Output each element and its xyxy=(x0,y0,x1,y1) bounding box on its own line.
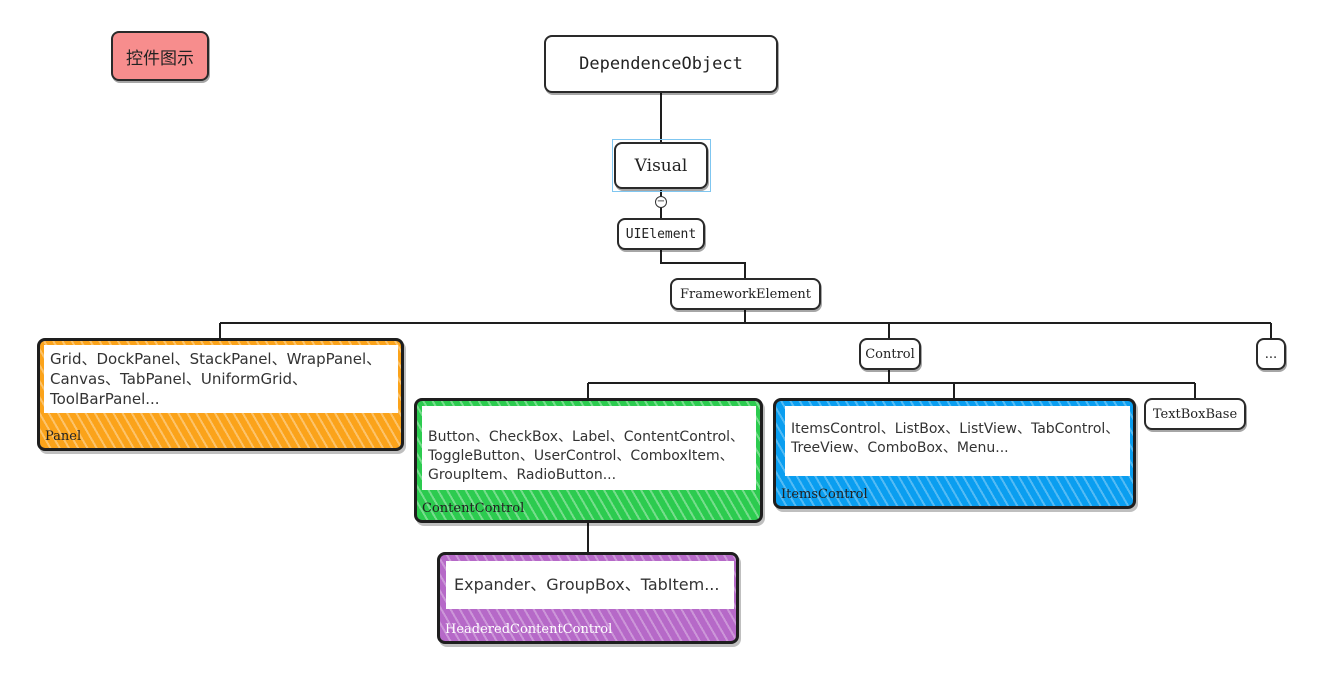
node-visual-label: Visual xyxy=(634,155,688,176)
group-items-control-line: ItemsControl、ListBox、ListView、TabControl… xyxy=(791,421,1120,437)
group-items-control-label: ItemsControl xyxy=(781,487,868,502)
edge-uielement-frameworkelement xyxy=(660,250,746,278)
selection-outline xyxy=(612,139,711,192)
node-framework-element[interactable]: FrameworkElement xyxy=(670,278,821,310)
node-visual[interactable]: Visual xyxy=(614,142,708,189)
group-content-control-line: Button、CheckBox、Label、ContentControl、 xyxy=(428,429,745,445)
node-dependence-object-label: DependenceObject xyxy=(579,54,743,74)
group-panel-line: ToolBarPanel... xyxy=(50,390,160,408)
group-content-control-label: ContentControl xyxy=(422,501,525,516)
group-headered-content-control-content: Expander、GroupBox、TabItem... xyxy=(446,561,734,609)
group-panel-line: Canvas、TabPanel、UniformGrid、 xyxy=(50,370,308,388)
minus-circle-icon[interactable]: − xyxy=(655,196,667,208)
node-framework-element-label: FrameworkElement xyxy=(679,286,811,302)
node-more[interactable]: ... xyxy=(1256,338,1286,370)
group-panel-label: Panel xyxy=(45,429,82,444)
node-control-label: Control xyxy=(865,346,915,362)
node-ui-element[interactable]: UIElement xyxy=(617,218,705,250)
node-textbox-base-label: TextBoxBase xyxy=(1152,406,1238,422)
group-items-control[interactable]: ItemsControl、ListBox、ListView、TabControl… xyxy=(773,398,1136,509)
group-headered-content-control-label: HeaderedContentControl xyxy=(445,622,613,637)
group-panel-line: Grid、DockPanel、StackPanel、WrapPanel、 xyxy=(50,350,382,368)
legend-label: 控件图示 xyxy=(111,31,209,81)
node-textbox-base[interactable]: TextBoxBase xyxy=(1144,398,1246,430)
group-panel[interactable]: Grid、DockPanel、StackPanel、WrapPanel、 Can… xyxy=(37,338,404,451)
node-dependence-object[interactable]: DependenceObject xyxy=(544,35,778,93)
node-ui-element-label: UIElement xyxy=(625,226,697,242)
group-content-control-content: Button、CheckBox、Label、ContentControl、 To… xyxy=(422,406,756,490)
group-items-control-line: TreeView、ComboBox、Menu... xyxy=(791,440,1009,456)
group-items-control-content: ItemsControl、ListBox、ListView、TabControl… xyxy=(785,406,1130,476)
node-control[interactable]: Control xyxy=(859,338,921,370)
node-more-label: ... xyxy=(1264,346,1278,362)
group-panel-content: Grid、DockPanel、StackPanel、WrapPanel、 Can… xyxy=(44,345,398,413)
group-headered-content-control-line: Expander、GroupBox、TabItem... xyxy=(454,575,720,594)
group-content-control[interactable]: Button、CheckBox、Label、ContentControl、 To… xyxy=(414,398,763,523)
group-content-control-line: GroupItem、RadioButton... xyxy=(428,467,617,483)
group-content-control-line: ToggleButton、UserControl、ComboxItem、 xyxy=(428,448,734,464)
group-headered-content-control[interactable]: Expander、GroupBox、TabItem... HeaderedCon… xyxy=(437,552,739,644)
